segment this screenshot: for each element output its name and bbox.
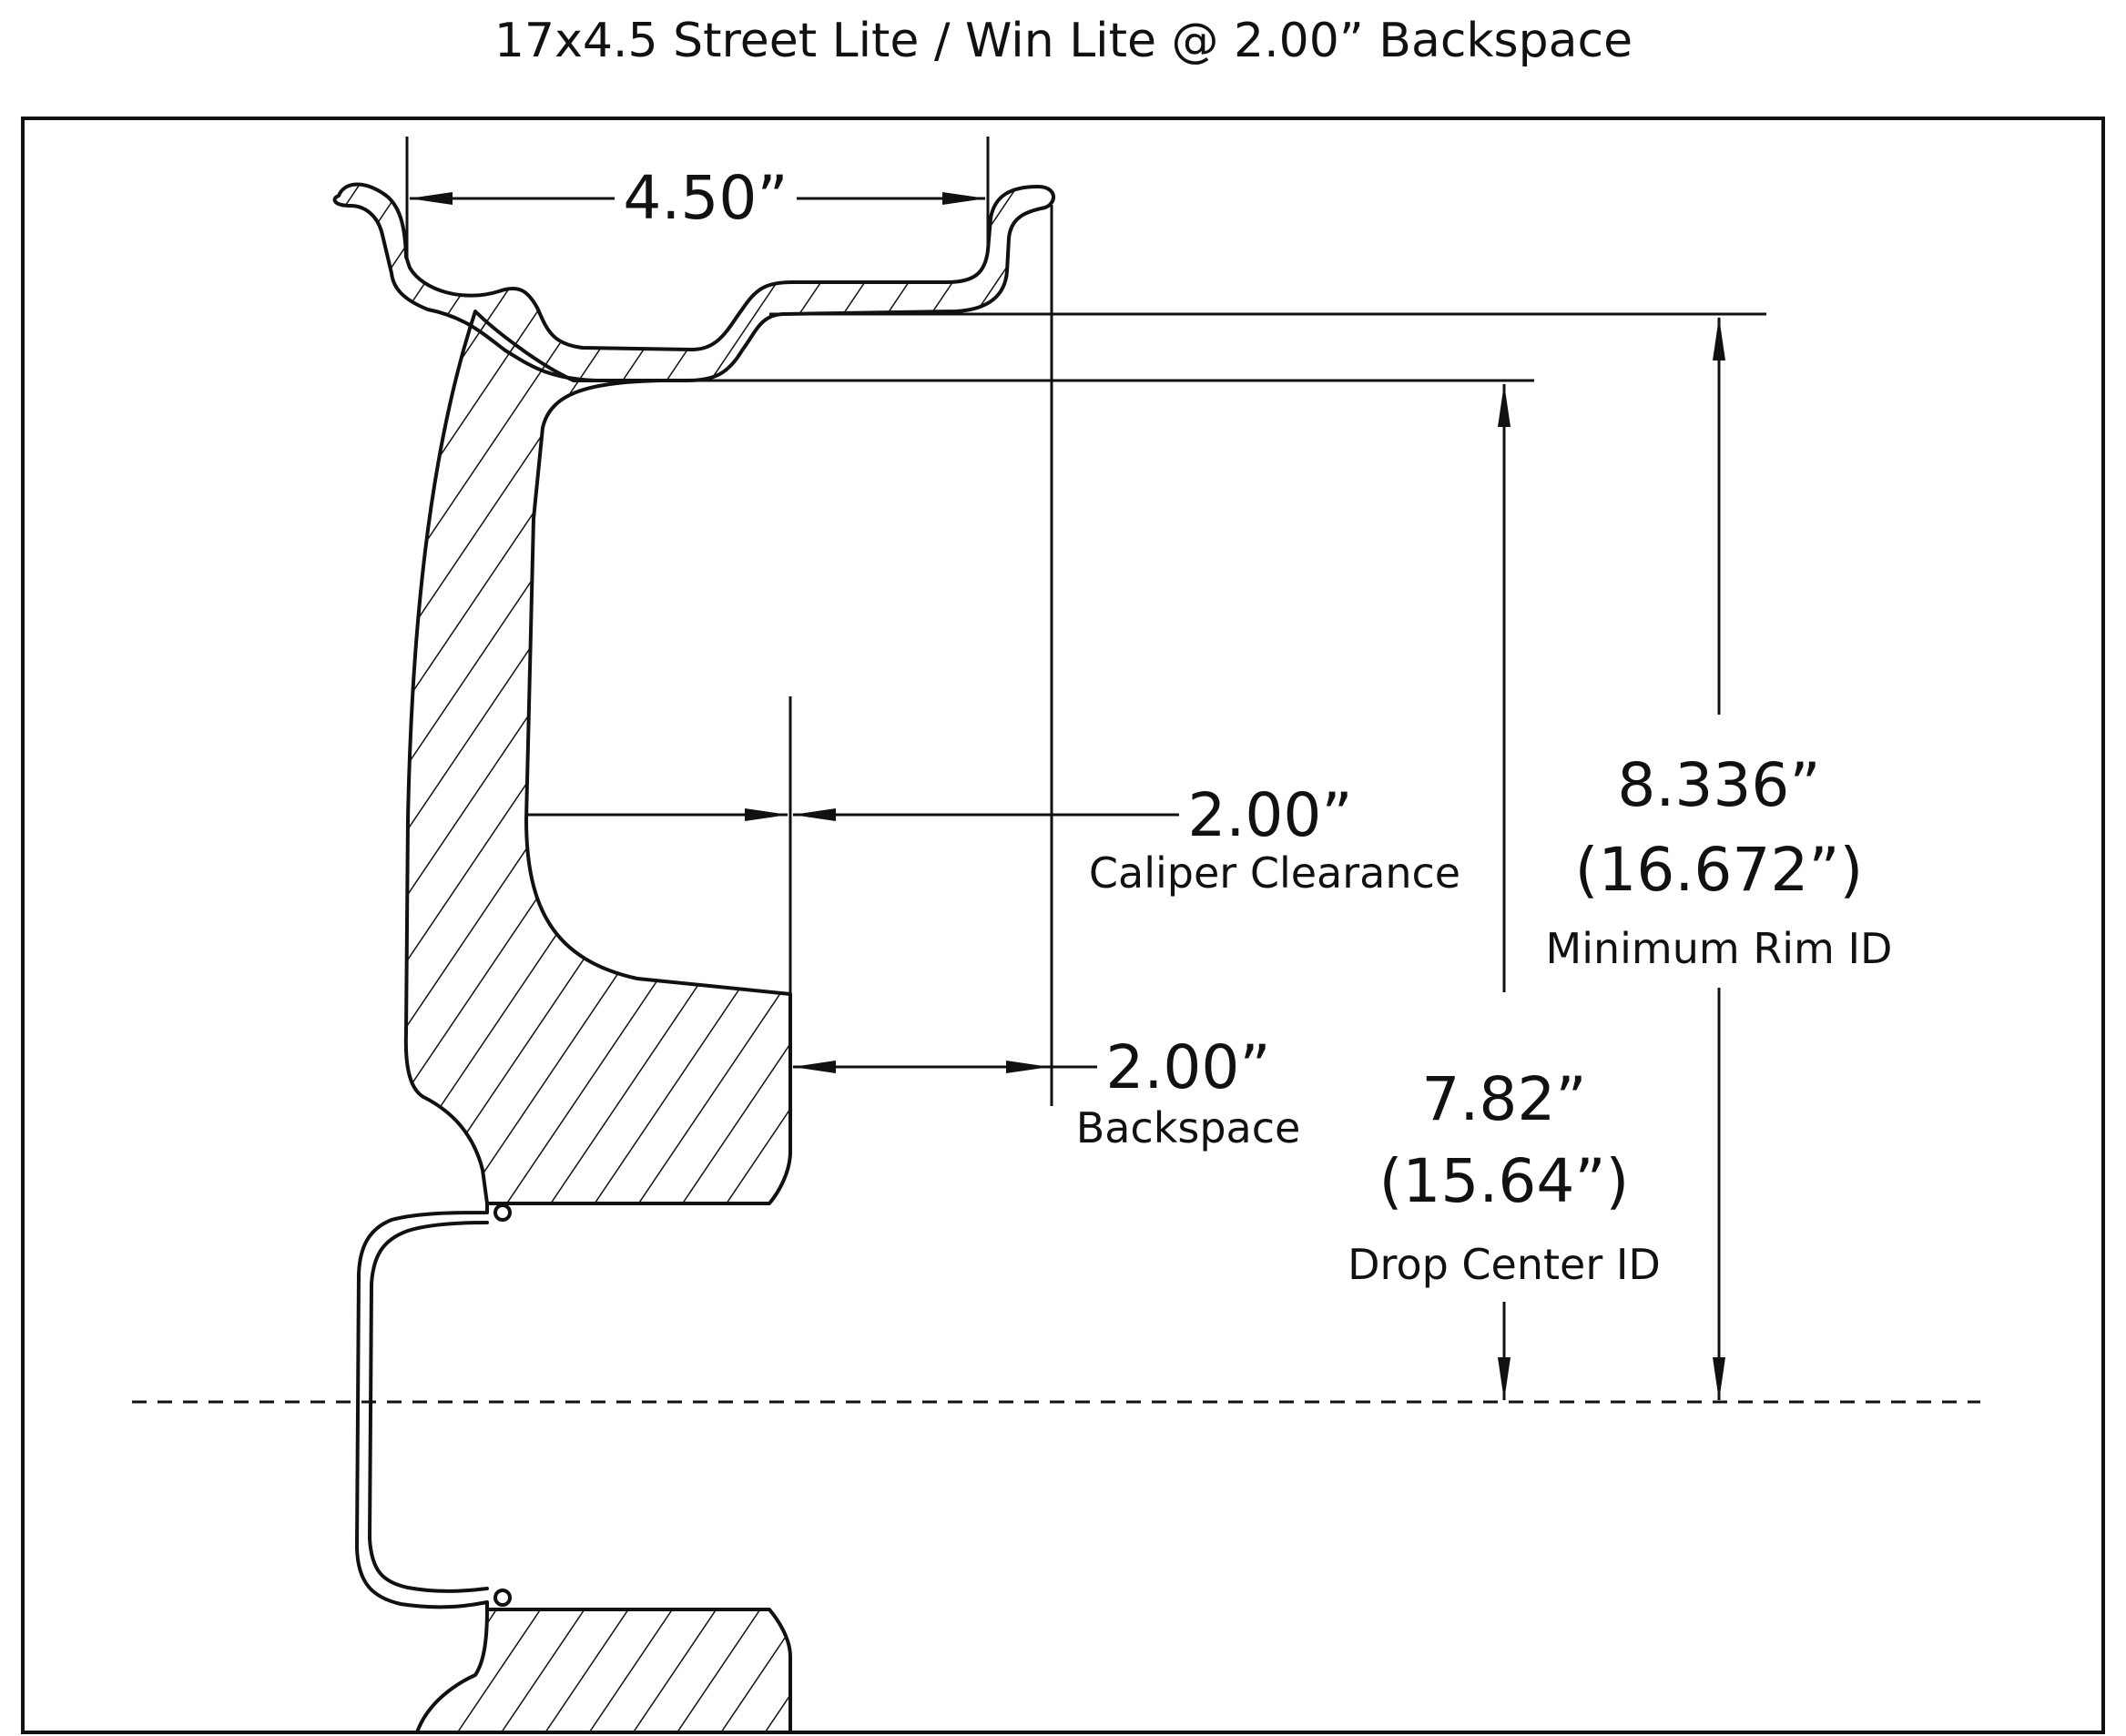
wheel-disc-section <box>403 310 792 1205</box>
drop-center-id-label: Drop Center ID <box>1348 1240 1661 1289</box>
backspace-dimension: 2.00” Backspace <box>792 1032 1301 1152</box>
drawing-frame <box>21 117 2105 1734</box>
bead-seat-top <box>493 1203 512 1222</box>
drop-center-wall-inner <box>368 1221 489 1593</box>
rim-width-dimension: 4.50” <box>405 137 990 259</box>
bead-seat-bottom <box>493 1589 512 1607</box>
drop-center-wall <box>355 1202 489 1611</box>
caliper-clearance-value: 2.00” <box>1187 780 1352 850</box>
backspace-value: 2.00” <box>1105 1032 1270 1102</box>
minimum-rim-id-value: 8.336” <box>1617 750 1820 820</box>
rim-barrel-section <box>332 182 1055 382</box>
lower-disc-section <box>415 1608 792 1734</box>
caliper-clearance-dimension: 2.00” Caliper Clearance <box>526 696 1460 994</box>
diagram-title: 17x4.5 Street Lite / Win Lite @ 2.00” Ba… <box>494 14 1633 68</box>
backspace-label: Backspace <box>1076 1103 1301 1152</box>
minimum-rim-id-label: Minimum Rim ID <box>1546 924 1893 973</box>
drop-center-id-value-full: (15.64”) <box>1379 1146 1630 1216</box>
wheel-profile <box>332 182 1055 1734</box>
caliper-clearance-label: Caliper Clearance <box>1089 848 1460 898</box>
drop-center-id-dimension: 7.82” (15.64”) Drop Center ID <box>669 379 1661 1401</box>
minimum-rim-id-dimension: 8.336” (16.672”) Minimum Rim ID <box>769 312 1893 1401</box>
minimum-rim-id-value-full: (16.672”) <box>1575 835 1864 905</box>
rim-width-value: 4.50” <box>623 163 788 233</box>
drop-center-id-value: 7.82” <box>1421 1064 1586 1134</box>
